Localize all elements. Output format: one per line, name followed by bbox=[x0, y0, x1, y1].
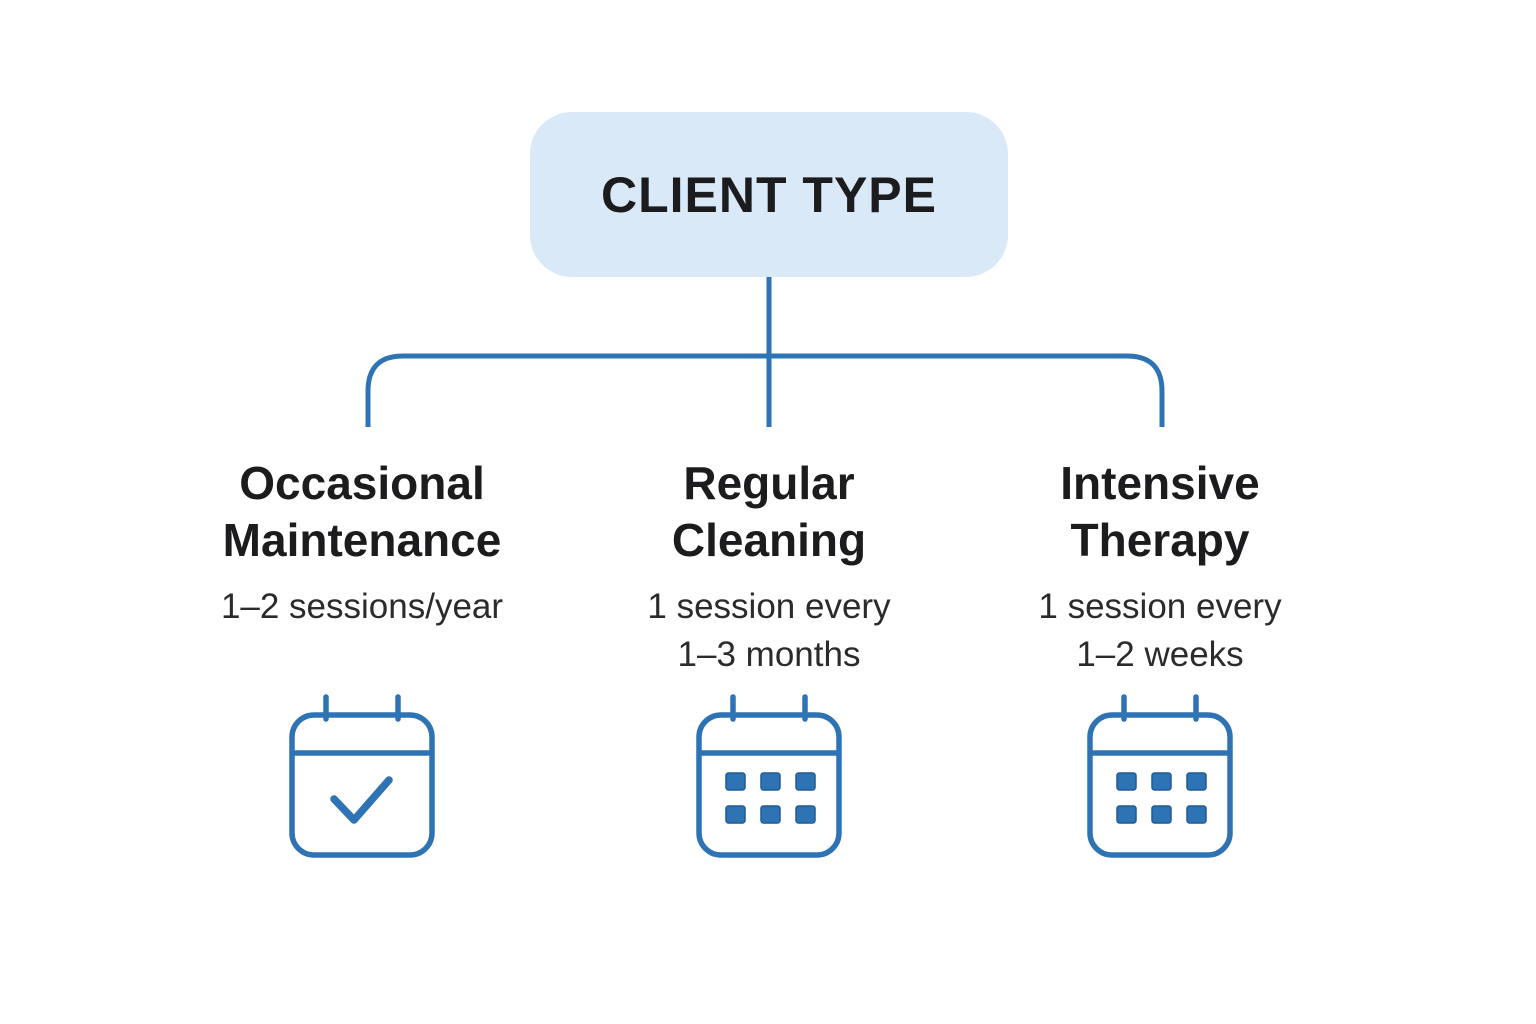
branch-frequency-line: 1 session every bbox=[647, 587, 891, 626]
branch-title-line: Regular bbox=[683, 457, 855, 509]
root-node-label: CLIENT TYPE bbox=[600, 166, 938, 223]
branch-frequency-line: 1–2 sessions/year bbox=[220, 587, 504, 626]
branch-intensive-therapy: Intensive Therapy 1 session every 1–2 we… bbox=[960, 455, 1360, 905]
branch-frequency-line: 1–2 weeks bbox=[1076, 635, 1244, 674]
branch-title: Regular Cleaning bbox=[569, 455, 969, 569]
calendar-grid-icon bbox=[696, 694, 842, 858]
branch-frequency-line: 1 session every bbox=[1038, 587, 1282, 626]
branch-frequency-line: 1–3 months bbox=[677, 635, 861, 674]
branch-title-line: Cleaning bbox=[671, 514, 867, 566]
branch-title-line: Intensive bbox=[1060, 457, 1260, 509]
branch-bracket-line bbox=[365, 353, 1165, 427]
branch-regular-cleaning: Regular Cleaning 1 session every 1–3 mon… bbox=[569, 455, 969, 905]
calendar-grid-icon bbox=[1087, 694, 1233, 858]
root-node-client-type: CLIENT TYPE bbox=[530, 112, 1008, 277]
branch-title-line: Maintenance bbox=[222, 514, 502, 566]
branch-title: Intensive Therapy bbox=[960, 455, 1360, 569]
calendar-check-icon bbox=[289, 694, 435, 858]
branch-title-line: Occasional bbox=[239, 457, 485, 509]
branch-title-line: Therapy bbox=[1070, 514, 1250, 566]
branch-frequency: 1–2 sessions/year bbox=[162, 583, 562, 631]
branch-frequency: 1 session every 1–3 months bbox=[569, 583, 969, 679]
branch-title: Occasional Maintenance bbox=[162, 455, 562, 569]
branch-occasional-maintenance: Occasional Maintenance 1–2 sessions/year bbox=[162, 455, 562, 905]
branch-frequency: 1 session every 1–2 weeks bbox=[960, 583, 1360, 679]
